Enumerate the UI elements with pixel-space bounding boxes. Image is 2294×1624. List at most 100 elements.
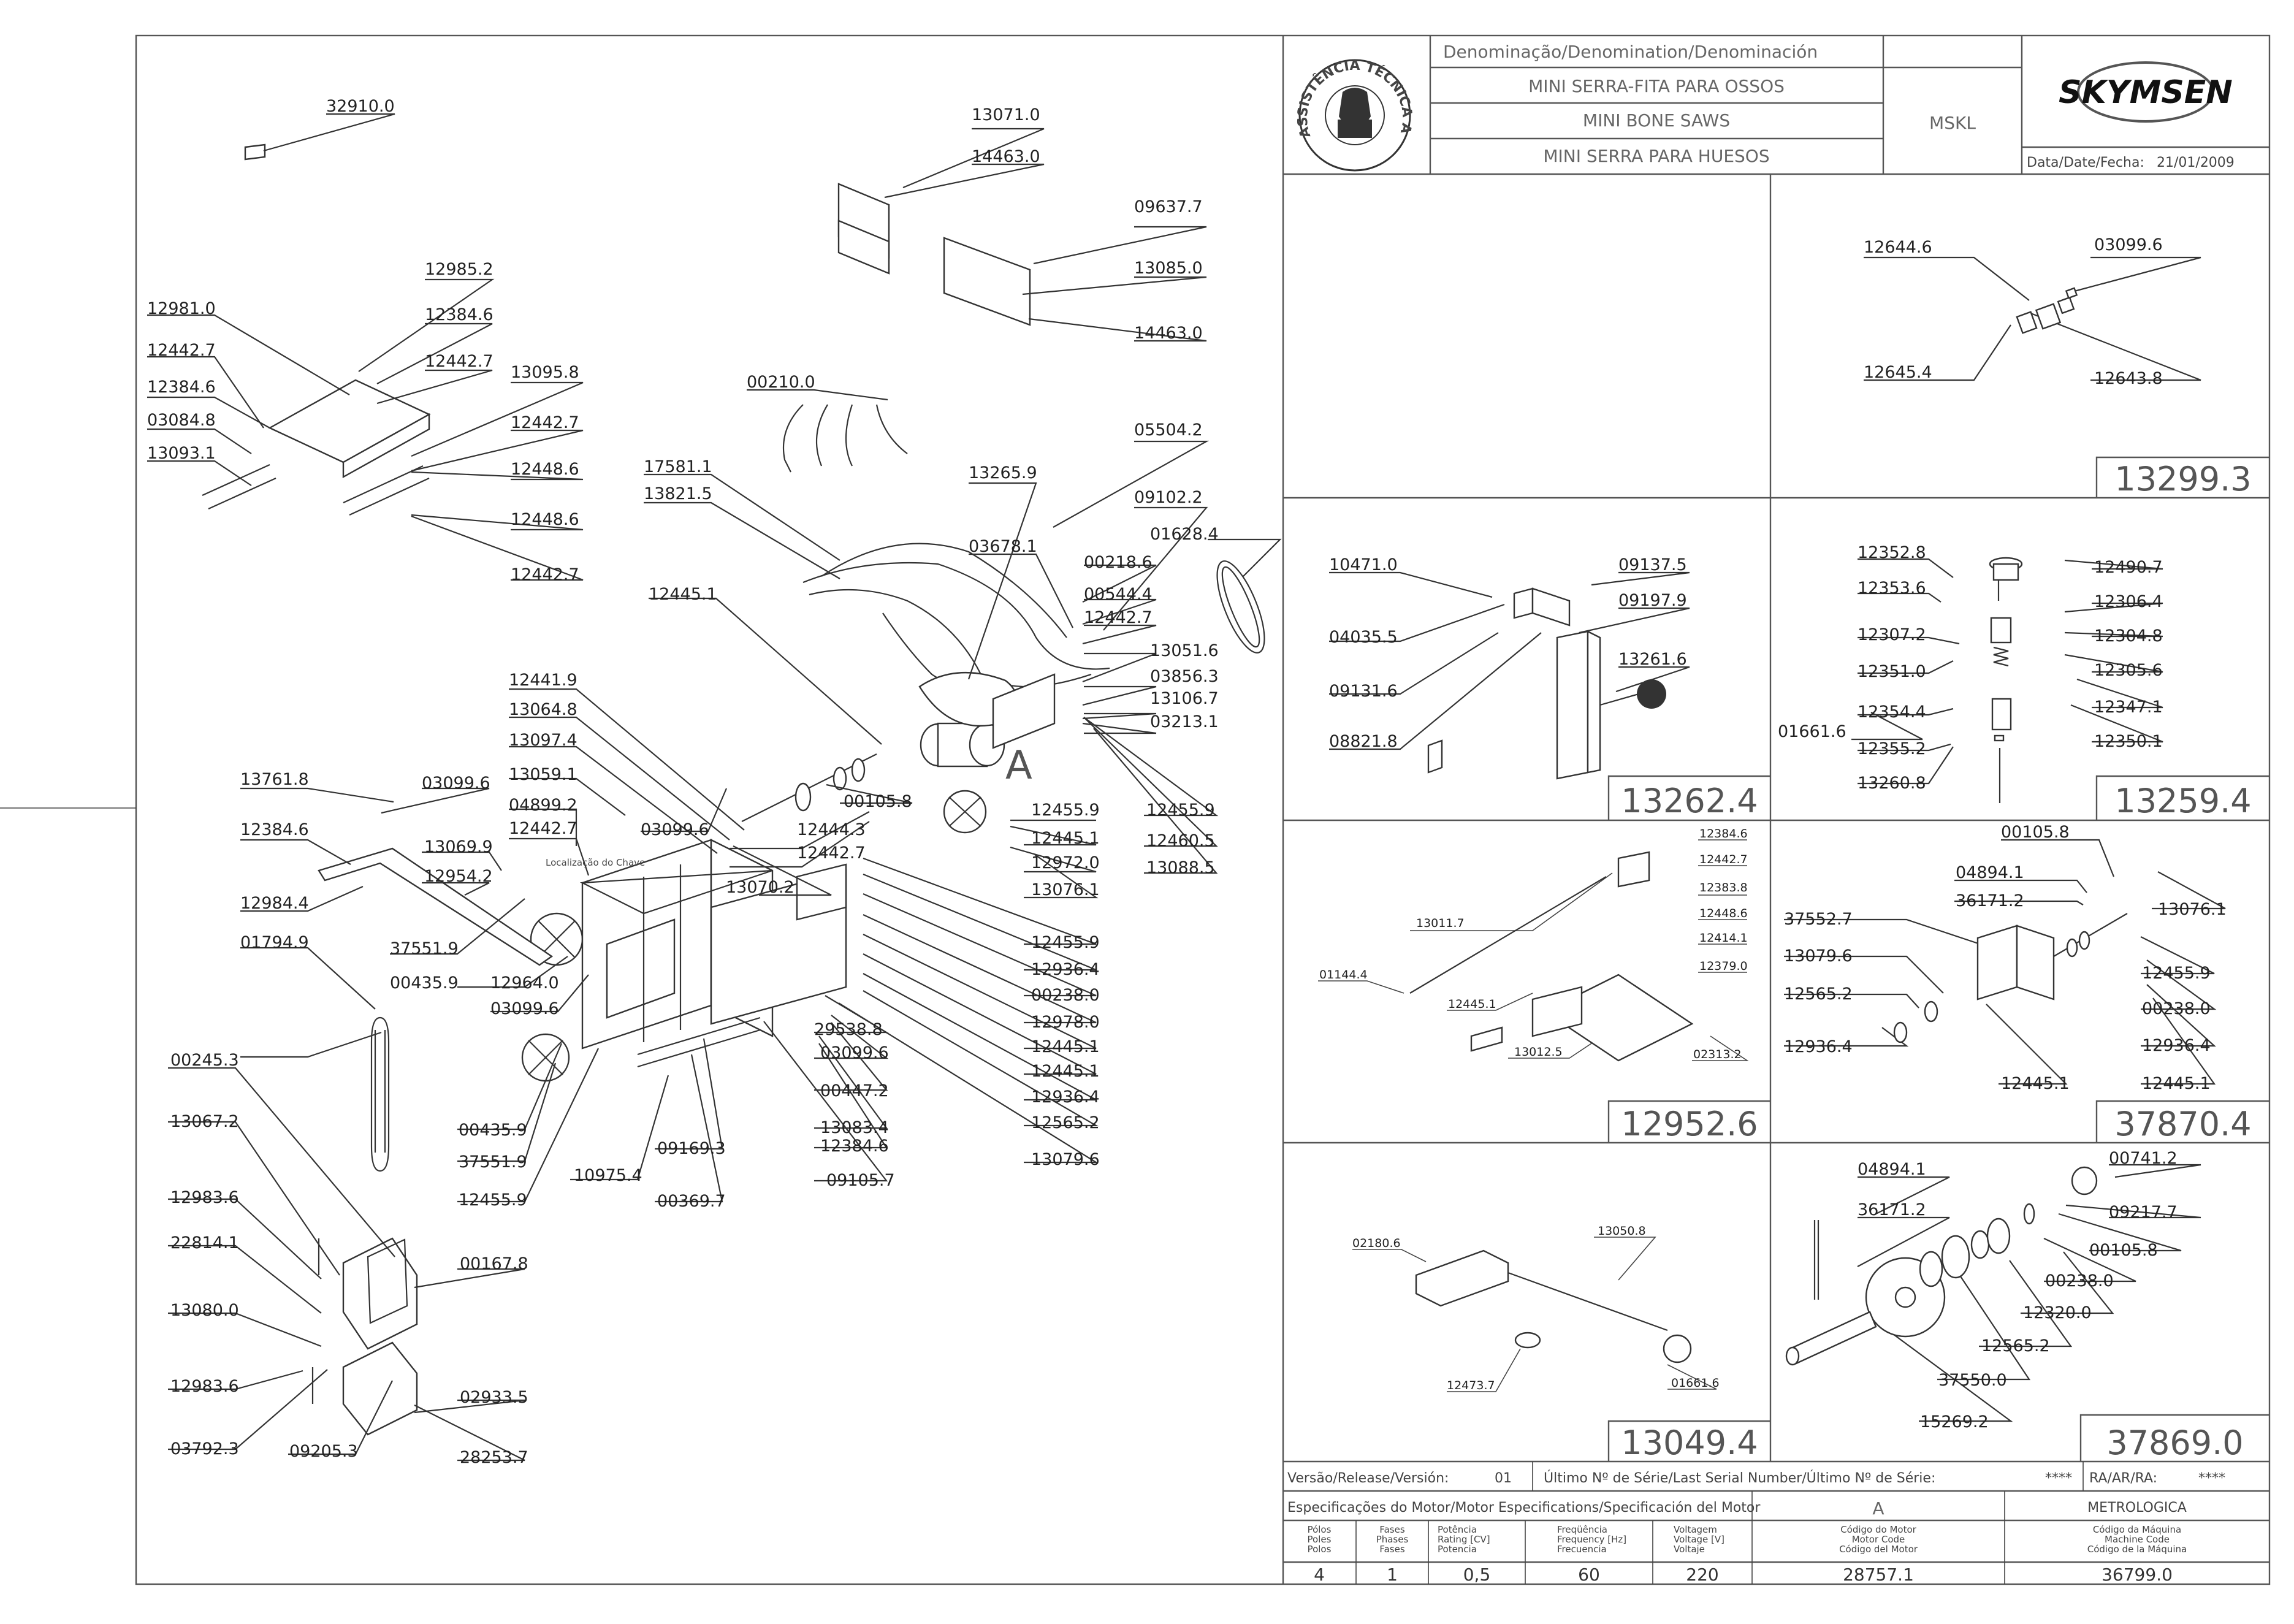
part-label: 10975.4 — [574, 1166, 642, 1185]
svg-text:Potencia: Potencia — [1438, 1544, 1477, 1555]
power-value: 0,5 — [1463, 1565, 1491, 1585]
panel-number-37870: 37870.4 — [2114, 1105, 2251, 1143]
part-label: 04899.2 — [509, 796, 577, 815]
svg-text:Phases: Phases — [1376, 1534, 1409, 1545]
skymsen-logo: SKYMSEN — [2059, 61, 2233, 123]
part-label: 12448.6 — [511, 460, 579, 479]
svg-text:Código da Máquina: Código da Máquina — [2093, 1524, 2181, 1535]
svg-text:Motor Code: Motor Code — [1852, 1534, 1905, 1545]
part-label: 12448.6 — [1699, 907, 1748, 920]
part-label: 00544.4 — [1084, 585, 1153, 604]
panel-12952: 12384.6 12442.7 12383.8 13011.7 12448.6 … — [1318, 827, 1749, 1062]
part-label: 12936.4 — [2142, 1036, 2211, 1055]
part-label: 12984.4 — [240, 894, 309, 913]
part-label: 01794.9 — [240, 933, 309, 952]
part-label: 12954.2 — [424, 867, 493, 886]
part-label: 13069.9 — [424, 837, 493, 856]
part-label: 02313.2 — [1693, 1048, 1742, 1061]
date-label: Data/Date/Fecha: — [2027, 155, 2144, 170]
part-label: 17581.1 — [644, 457, 712, 476]
metrology-label: METROLOGICA — [2087, 1500, 2187, 1515]
part-label: 15269.2 — [1920, 1412, 1989, 1431]
part-label: 12353.6 — [1858, 579, 1926, 598]
part-label: 00447.2 — [820, 1081, 889, 1100]
release-label: Versão/Release/Versión: — [1287, 1471, 1449, 1486]
part-label: 13076.1 — [1031, 880, 1100, 899]
part-label: 14463.0 — [1134, 324, 1203, 343]
freq-value: 60 — [1578, 1565, 1600, 1585]
part-label: 12565.2 — [1031, 1113, 1100, 1132]
part-label: 13097.4 — [509, 731, 577, 750]
part-label: 12442.7 — [147, 341, 216, 360]
part-label: 12455.9 — [1031, 933, 1100, 952]
part-label: 00245.3 — [170, 1051, 239, 1070]
part-label: 09102.2 — [1134, 488, 1203, 507]
phases-value: 1 — [1387, 1565, 1398, 1585]
part-label: 12445.1 — [649, 585, 717, 604]
part-label: 28253.7 — [460, 1448, 528, 1467]
part-label: 12306.4 — [2094, 592, 2163, 611]
part-label: 03084.8 — [147, 411, 216, 430]
panel-37870: 00105.8 04894.1 36171.2 13076.1 37552.7 … — [1784, 823, 2227, 1093]
part-label: 13106.7 — [1150, 689, 1219, 708]
serial-label: Último Nº de Série/Last Serial Number/Úl… — [1544, 1470, 1935, 1486]
part-label: 12442.7 — [1084, 608, 1153, 627]
part-label: 13080.0 — [170, 1301, 239, 1320]
motor-letter: A — [1872, 1498, 1884, 1519]
svg-text:Frequency [Hz]: Frequency [Hz] — [1557, 1534, 1626, 1545]
part-label: 12414.1 — [1699, 931, 1748, 945]
part-label: 36171.2 — [1956, 891, 2024, 910]
authorized-service-seal: ASSISTÊNCIA TÉCNICA AUTORIZADA — [0, 0, 1414, 172]
part-label: 12473.7 — [1447, 1379, 1495, 1392]
panel-number-13299: 13299.3 — [2114, 460, 2251, 498]
release-value: 01 — [1495, 1471, 1512, 1486]
name-en: MINI BONE SAWS — [1583, 110, 1730, 131]
part-label: 37551.9 — [390, 939, 459, 958]
part-label: 12379.0 — [1699, 959, 1748, 973]
part-label: 13085.0 — [1134, 259, 1203, 278]
part-label: 00105.8 — [2001, 823, 2070, 842]
part-label: 13260.8 — [1858, 774, 1926, 793]
note-label: Localização do Chave — [546, 857, 645, 868]
part-label: 12442.7 — [797, 844, 866, 863]
svg-text:Fases: Fases — [1379, 1544, 1404, 1555]
part-label: 12565.2 — [1981, 1336, 2050, 1355]
part-label: 00238.0 — [2142, 999, 2211, 1018]
svg-text:Código do Motor: Código do Motor — [1840, 1524, 1916, 1535]
panel-37869: 04894.1 00741.2 36171.2 09217.7 00105.8 … — [1785, 1149, 2201, 1431]
part-label: 12442.7 — [509, 819, 577, 838]
part-label: 13761.8 — [240, 770, 309, 789]
part-label: 00238.0 — [2045, 1271, 2114, 1290]
part-label: 13821.5 — [644, 484, 712, 503]
part-label: 12644.6 — [1864, 238, 1932, 257]
part-label: 12442.7 — [511, 565, 579, 584]
part-label: 36171.2 — [1858, 1200, 1926, 1219]
part-label: 03792.3 — [170, 1439, 239, 1458]
part-label: 04894.1 — [1858, 1160, 1926, 1179]
part-label: 12442.7 — [1699, 853, 1748, 866]
part-label: 04035.5 — [1329, 628, 1398, 647]
panel-13262: 10471.0 09137.5 09197.9 04035.5 13261.6 … — [1329, 555, 1923, 780]
part-label: 12445.1 — [1031, 829, 1100, 848]
part-label: 13011.7 — [1416, 917, 1465, 930]
part-label: 00210.0 — [747, 373, 815, 392]
panel-number-13049: 13049.4 — [1621, 1424, 1758, 1462]
svg-text:Pólos: Pólos — [1308, 1524, 1332, 1535]
svg-text:Voltaje: Voltaje — [1674, 1544, 1705, 1555]
part-label: 13079.6 — [1784, 947, 1853, 966]
panel-number-13262: 13262.4 — [1621, 782, 1758, 820]
part-label: 12964.0 — [490, 974, 559, 993]
part-label: 00741.2 — [2109, 1149, 2178, 1168]
svg-text:Código del Motor: Código del Motor — [1839, 1544, 1918, 1555]
part-label: 09105.7 — [826, 1171, 895, 1190]
part-label: 13064.8 — [509, 700, 577, 719]
part-label: 12445.1 — [2142, 1074, 2211, 1093]
part-label: 12384.6 — [820, 1137, 889, 1156]
part-label: 03213.1 — [1150, 712, 1219, 731]
part-label: 00105.8 — [2089, 1241, 2158, 1260]
part-label: 13050.8 — [1598, 1224, 1646, 1238]
part-label: 01144.4 — [1319, 968, 1368, 982]
part-label: 01661.6 — [1778, 722, 1846, 741]
main-leader-lines — [147, 113, 1282, 1462]
part-label: 00435.9 — [459, 1121, 527, 1140]
